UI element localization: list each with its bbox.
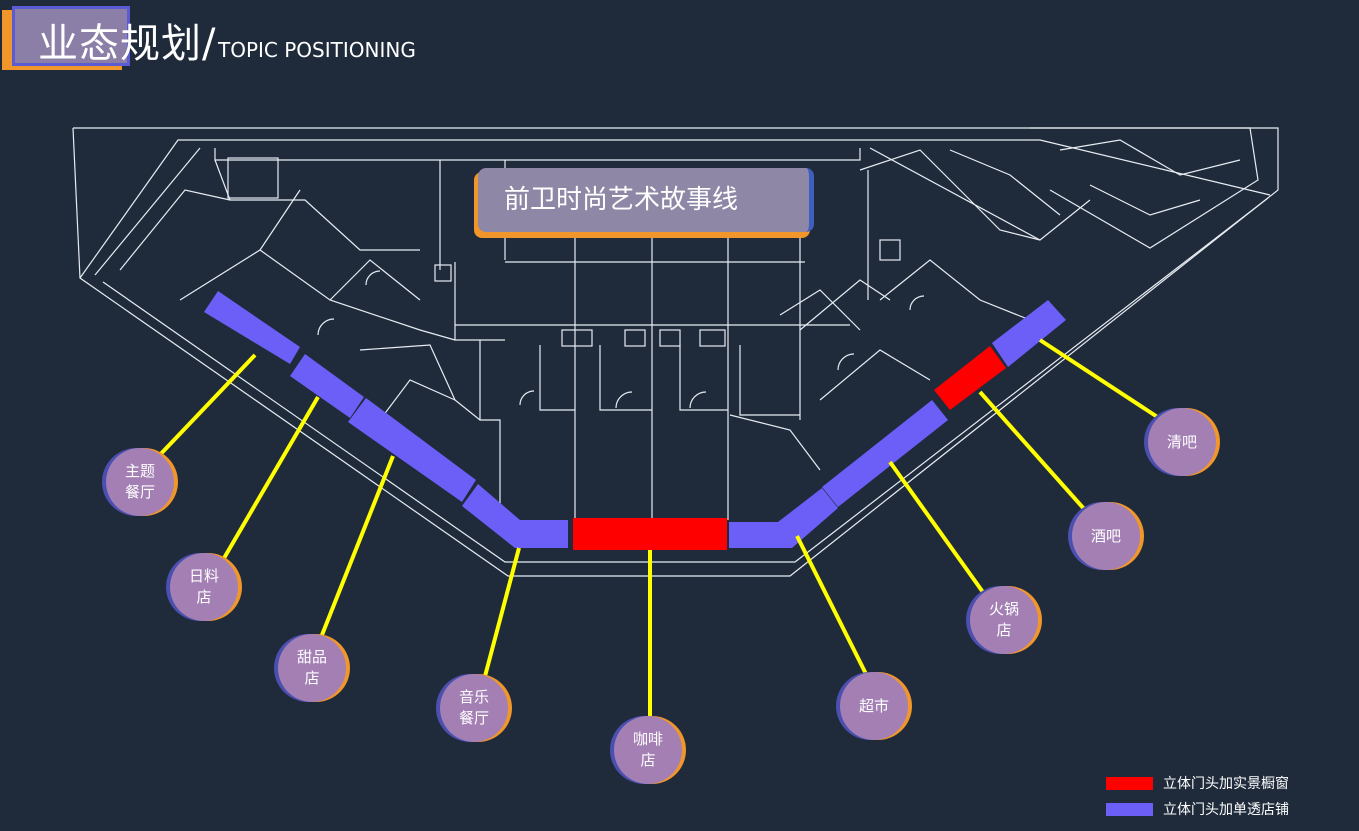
shop-label-line: 主题	[124, 462, 155, 480]
connector-hotpot	[888, 460, 987, 597]
shop-bubble-bar: 酒吧	[1068, 502, 1144, 570]
shop-label-line: 清吧	[1166, 432, 1197, 451]
shop-label-line: 店	[640, 751, 656, 769]
legend-label: 立体门头加实景橱窗	[1163, 776, 1289, 792]
shop-label-line: 日料	[188, 567, 219, 585]
shop-bubble-dessert: 甜品 店	[274, 634, 350, 702]
storefront-blue-3	[348, 398, 476, 502]
shop-label-line: 店	[996, 621, 1012, 639]
connector-music-restaurant	[482, 547, 521, 681]
shop-label-line: 酒吧	[1090, 526, 1121, 545]
connector-theme-restaurant	[153, 353, 257, 462]
shop-bubble-theme-restaurant: 主题 餐厅	[102, 448, 178, 516]
connector-japanese-food	[218, 395, 320, 567]
shop-bubble-coffee: 咖啡 店	[610, 716, 686, 784]
shop-bubble-supermarket: 超市	[836, 672, 912, 740]
page-title: 业态规划/	[38, 21, 217, 67]
connector-dessert	[316, 455, 395, 646]
shop-label-line: 甜品	[296, 648, 327, 666]
storefront-blue-5	[729, 488, 838, 548]
storyline-banner-label: 前卫时尚艺术故事线	[478, 168, 814, 232]
storefront-blue-6	[822, 400, 948, 507]
shop-bubble-music-restaurant: 音乐 餐厅	[436, 674, 512, 742]
shop-bubble-japanese-food: 日料 店	[166, 553, 242, 621]
shop-label-line: 音乐	[458, 688, 489, 706]
storefront-blue-4	[462, 484, 568, 548]
legend-label: 立体门头加单透店铺	[1163, 802, 1289, 818]
shop-label-line: 店	[196, 588, 212, 606]
storefronts	[204, 291, 1066, 550]
title-badge	[12, 6, 130, 66]
shop-label-line: 餐厅	[458, 709, 489, 727]
storefront-red-center	[573, 518, 727, 550]
shop-label-line: 咖啡	[632, 730, 663, 748]
shop-label-line: 火锅	[988, 600, 1019, 618]
legend-swatch-blue	[1106, 802, 1153, 816]
legend: 立体门头加实景橱窗 立体门头加单透店铺	[1106, 770, 1289, 822]
connector-bar	[978, 390, 1087, 512]
shop-label-line: 店	[304, 669, 320, 687]
legend-item-window: 立体门头加实景橱窗	[1106, 770, 1289, 796]
legend-swatch-red	[1106, 776, 1153, 790]
connector-supermarket	[795, 535, 870, 679]
shop-label-line: 超市	[858, 696, 889, 715]
shop-bubble-light-bar: 清吧	[1144, 408, 1220, 476]
connectors	[153, 338, 1164, 720]
shop-bubble-hotpot: 火锅 店	[966, 586, 1042, 654]
storefront-blue-7	[992, 300, 1066, 367]
shop-label-line: 餐厅	[124, 483, 155, 501]
storefront-blue-2	[290, 354, 364, 418]
storefront-red-right	[934, 346, 1006, 410]
connector-light-bar	[1038, 338, 1164, 422]
storyline-banner: 前卫时尚艺术故事线	[474, 168, 814, 238]
storefront-blue-1	[204, 291, 300, 364]
legend-item-shop: 立体门头加单透店铺	[1106, 796, 1289, 822]
page-subtitle: TOPIC POSITIONING	[218, 38, 416, 62]
